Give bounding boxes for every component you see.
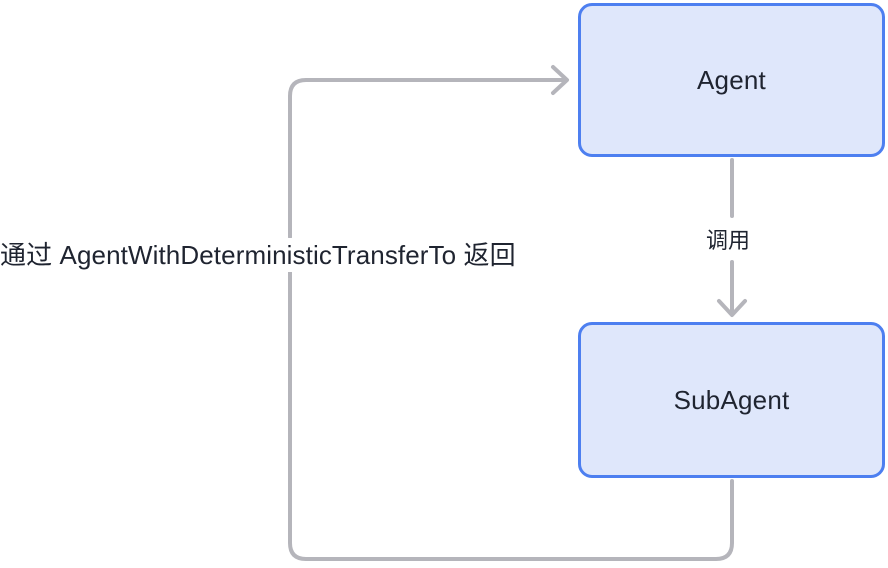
edge-call <box>717 158 747 317</box>
node-agent-label: Agent <box>697 65 766 95</box>
edge-return <box>288 65 734 561</box>
edge-return-line-lower <box>288 269 734 561</box>
node-agent[interactable]: Agent <box>578 3 885 157</box>
node-subagent[interactable]: SubAgent <box>578 322 885 478</box>
edge-return-label: 通过 AgentWithDeterministicTransferTo 返回 <box>0 238 522 272</box>
edge-return-arrowhead-icon <box>551 65 569 95</box>
edge-call-arrowhead-icon <box>717 299 747 317</box>
edge-return-line-upper <box>288 78 567 239</box>
edge-call-label: 调用 <box>700 227 757 255</box>
node-subagent-label: SubAgent <box>673 385 790 415</box>
